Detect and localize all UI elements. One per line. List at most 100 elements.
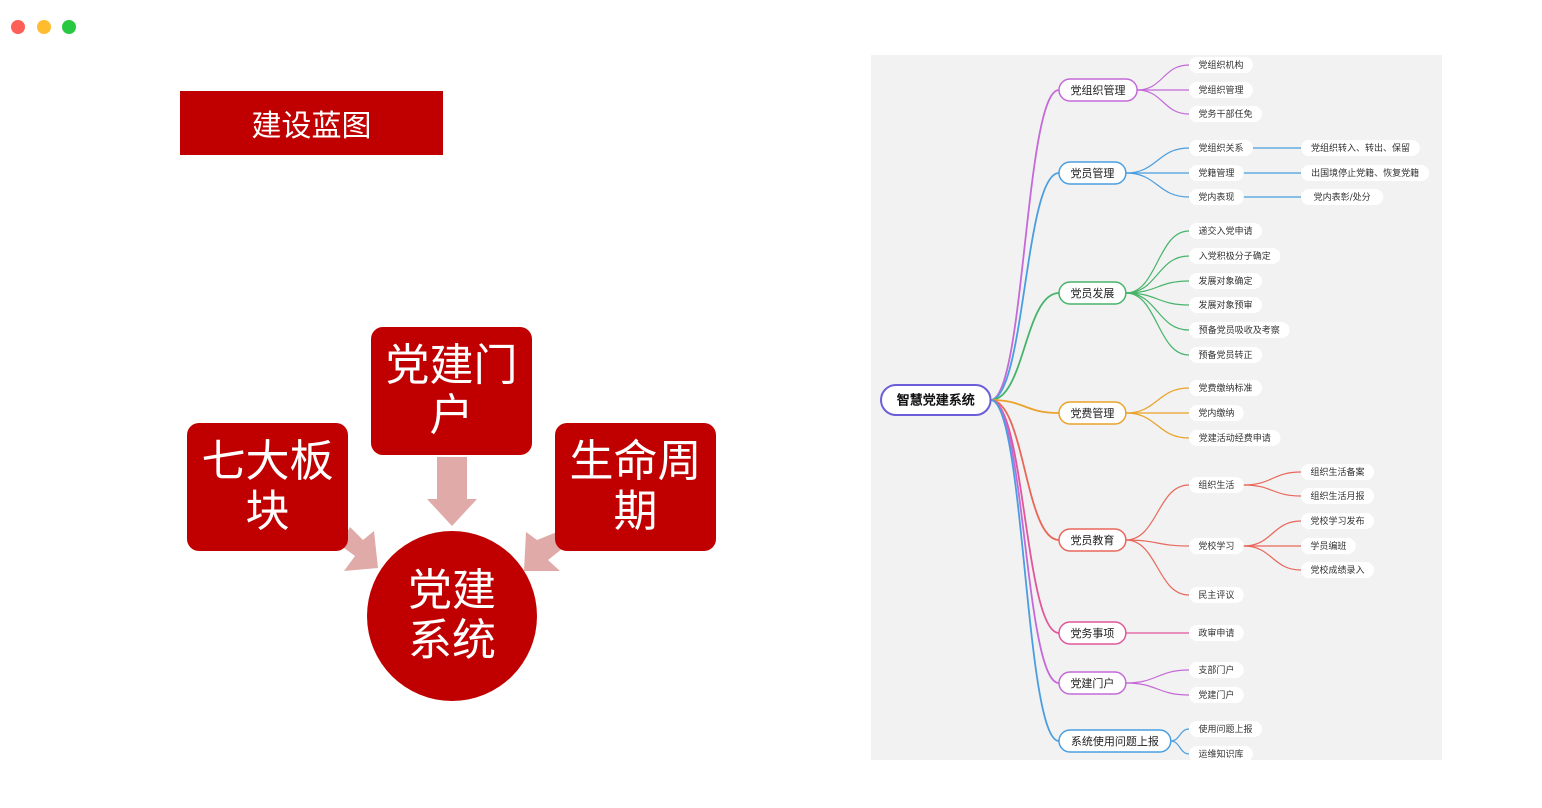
svg-text:组织生活月报: 组织生活月报 xyxy=(1311,490,1365,502)
mindmap-leaf: 党组织关系 xyxy=(1189,140,1253,156)
mindmap-leaf: 党组织机构 xyxy=(1189,57,1253,73)
mindmap-leaf: 民主评议 xyxy=(1189,587,1244,603)
mindmap-leaf: 党建门户 xyxy=(1189,687,1244,703)
mindmap-connector xyxy=(990,89,1060,401)
svg-text:民主评议: 民主评议 xyxy=(1198,589,1234,601)
svg-text:党内表彰/处分: 党内表彰/处分 xyxy=(1314,191,1371,203)
mindmap-subleaf: 党组织转入、转出、保留 xyxy=(1301,140,1420,156)
mindmap-leaf: 支部门户 xyxy=(1189,662,1244,678)
svg-text:党员管理: 党员管理 xyxy=(1070,166,1114,180)
mindmap-leaf: 递交入党申请 xyxy=(1189,223,1263,239)
block-lifecycle: 生命周期 xyxy=(555,423,716,551)
mindmap-branch: 党建门户 xyxy=(1058,671,1127,695)
svg-text:党费缴纳标准: 党费缴纳标准 xyxy=(1199,382,1253,394)
center-circle-system: 党建系统 xyxy=(367,531,537,701)
svg-text:党籍管理: 党籍管理 xyxy=(1198,167,1234,179)
mindmap-connector xyxy=(990,399,1060,742)
window-minimize-button[interactable] xyxy=(37,20,51,34)
svg-text:党校学习: 党校学习 xyxy=(1198,540,1234,552)
mindmap-connector xyxy=(1125,539,1190,596)
svg-text:党员教育: 党员教育 xyxy=(1070,533,1114,547)
mindmap-connector xyxy=(1125,292,1190,331)
mindmap-subleaf: 组织生活月报 xyxy=(1301,488,1375,504)
mindmap-subleaf: 学员编班 xyxy=(1301,538,1356,554)
mindmap-branch: 党组织管理 xyxy=(1058,78,1138,102)
mindmap-leaf: 党建活动经费申请 xyxy=(1189,430,1281,446)
svg-text:党校学习发布: 党校学习发布 xyxy=(1311,515,1365,527)
svg-text:党组织转入、转出、保留: 党组织转入、转出、保留 xyxy=(1311,142,1410,154)
mindmap-leaf: 发展对象确定 xyxy=(1189,273,1263,289)
svg-text:政审申请: 政审申请 xyxy=(1198,627,1234,639)
svg-text:党务干部任免: 党务干部任免 xyxy=(1199,108,1253,120)
mindmap-connector xyxy=(990,399,1060,414)
svg-text:发展对象预审: 发展对象预审 xyxy=(1199,299,1253,311)
mindmap-connector xyxy=(1243,484,1302,497)
mindmap-leaf: 入党积极分子确定 xyxy=(1189,248,1281,264)
svg-text:学员编班: 学员编班 xyxy=(1310,540,1346,552)
mindmap-branch: 党费管理 xyxy=(1058,401,1127,425)
svg-text:系统使用问题上报: 系统使用问题上报 xyxy=(1071,734,1159,748)
svg-text:预备党员转正: 预备党员转正 xyxy=(1199,349,1253,361)
mindmap-leaf: 党校学习 xyxy=(1189,538,1244,554)
mindmap-leaf: 使用问题上报 xyxy=(1189,721,1263,737)
svg-text:党建活动经费申请: 党建活动经费申请 xyxy=(1199,432,1271,444)
mindmap-leaf: 组织生活 xyxy=(1189,477,1244,493)
svg-text:预备党员吸收及考察: 预备党员吸收及考察 xyxy=(1199,324,1280,336)
svg-text:党组织管理: 党组织管理 xyxy=(1071,83,1126,97)
mindmap-leaf: 政审申请 xyxy=(1189,625,1244,641)
mindmap-connector xyxy=(1125,669,1190,684)
mindmap-connector xyxy=(1170,740,1190,755)
mindmap-branch: 系统使用问题上报 xyxy=(1058,729,1172,753)
mindmap-leaf: 运维知识库 xyxy=(1189,746,1253,760)
svg-text:智慧党建系统: 智慧党建系统 xyxy=(897,393,975,409)
svg-text:党组织机构: 党组织机构 xyxy=(1198,59,1243,71)
mindmap-connector xyxy=(1125,147,1190,174)
window-close-button[interactable] xyxy=(11,20,25,34)
svg-text:支部门户: 支部门户 xyxy=(1198,664,1234,676)
mindmap-branch: 党务事项 xyxy=(1058,621,1127,645)
svg-text:使用问题上报: 使用问题上报 xyxy=(1199,723,1253,735)
block-portal: 党建门户 xyxy=(371,327,532,455)
mindmap-subleaf: 出国境停止党籍、恢复党籍 xyxy=(1301,165,1430,181)
svg-text:党组织管理: 党组织管理 xyxy=(1198,84,1243,96)
svg-text:党员发展: 党员发展 xyxy=(1070,286,1114,300)
mindmap-leaf: 党籍管理 xyxy=(1189,165,1244,181)
mindmap-connector xyxy=(990,172,1060,401)
mindmap-leaf: 预备党员转正 xyxy=(1189,347,1263,363)
mindmap-connector xyxy=(1125,412,1190,439)
mindmap-branch: 党员管理 xyxy=(1058,161,1127,185)
svg-text:组织生活备案: 组织生活备案 xyxy=(1311,466,1365,478)
mindmap-connector xyxy=(1243,520,1302,547)
slide-title: 建设蓝图 xyxy=(180,91,443,155)
svg-text:递交入党申请: 递交入党申请 xyxy=(1199,225,1253,237)
mindmap-connector xyxy=(1125,682,1190,696)
mindmap-leaf: 党务干部任免 xyxy=(1189,106,1263,122)
window-maximize-button[interactable] xyxy=(62,20,76,34)
mindmap-connector xyxy=(990,399,1060,541)
block-seven-modules: 七大板块 xyxy=(187,423,348,551)
svg-text:党费管理: 党费管理 xyxy=(1070,406,1114,420)
mindmap-leaf: 党内表现 xyxy=(1189,189,1244,205)
svg-text:党建门户: 党建门户 xyxy=(1198,689,1234,701)
mindmap-connector xyxy=(1125,172,1190,198)
mindmap-connector xyxy=(1137,89,1190,115)
mindmap-subleaf: 党校学习发布 xyxy=(1301,513,1375,529)
svg-text:党建门户: 党建门户 xyxy=(1070,676,1114,690)
svg-text:党务事项: 党务事项 xyxy=(1070,627,1114,640)
mindmap-subleaf: 党内表彰/处分 xyxy=(1301,189,1384,205)
arrow-down xyxy=(427,457,477,526)
mindmap-connector xyxy=(1125,280,1190,294)
mindmap-connector xyxy=(1243,471,1302,486)
mindmap-connector xyxy=(990,292,1060,401)
mindmap-leaf: 党组织管理 xyxy=(1189,82,1253,98)
mindmap-root: 智慧党建系统 xyxy=(880,384,992,416)
svg-text:党校成绩录入: 党校成绩录入 xyxy=(1311,564,1365,576)
svg-text:党内缴纳: 党内缴纳 xyxy=(1198,407,1234,419)
mindmap-leaf: 预备党员吸收及考察 xyxy=(1189,322,1290,338)
mindmap-subleaf: 党校成绩录入 xyxy=(1301,562,1375,578)
mindmap-connector xyxy=(1125,230,1190,294)
arrow-left-diag xyxy=(340,527,378,571)
mindmap-branch: 党员发展 xyxy=(1058,281,1127,305)
mindmap-connector xyxy=(1125,484,1190,541)
